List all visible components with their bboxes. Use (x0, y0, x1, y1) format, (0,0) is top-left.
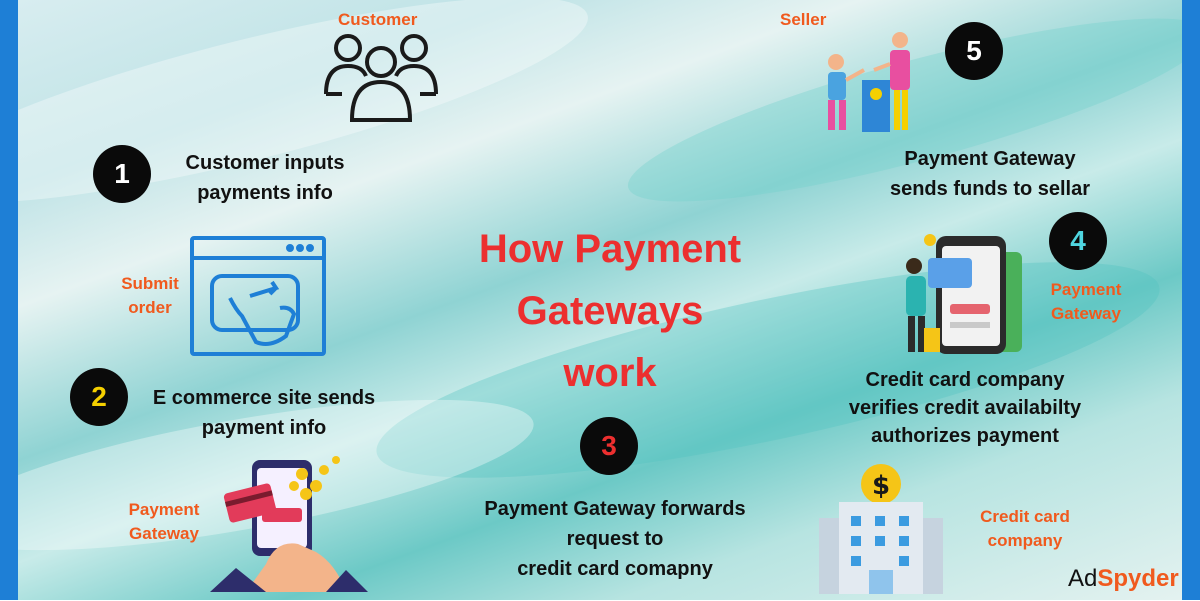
payment-gateway-line: Gateway (129, 524, 199, 543)
step-2-line: E commerce site sends (152, 387, 376, 409)
bank-building-icon: $ (815, 462, 947, 601)
step-3-badge: 3 (580, 417, 638, 475)
step-3-text: Payment Gateway forwards request to cred… (440, 494, 790, 584)
card-verify-icon (900, 232, 1030, 361)
payment-gateway-line: Payment (1050, 280, 1122, 299)
submit-order-icon (190, 236, 326, 363)
step-5-badge: 5 (945, 22, 1003, 80)
credit-card-company-line: Credit card (980, 507, 1070, 526)
brand-logo: AdSpyder (1068, 565, 1179, 593)
credit-card-company-line: company (987, 531, 1063, 550)
title-line: How Payment (478, 227, 742, 271)
step-1-badge: 1 (93, 145, 151, 203)
step-3-line: Payment Gateway forwards (484, 498, 746, 520)
step-5-line: Payment Gateway (904, 148, 1076, 170)
step-4-text: Credit card company verifies credit avai… (820, 366, 1110, 450)
step-4-line: authorizes payment (871, 425, 1059, 447)
submit-order-line: order (128, 298, 172, 317)
step-1-line: Customer inputs (185, 152, 345, 174)
step-4-badge: 4 (1049, 212, 1107, 270)
submit-order-line: Submit (121, 274, 179, 293)
title-line: Gateways (516, 289, 704, 333)
brand-part-2: Spyder (1097, 565, 1179, 592)
customer-group-icon (322, 32, 440, 129)
seller-scene-icon (818, 30, 930, 139)
payment-gateway-line: Payment (128, 500, 200, 519)
step-1-text: Customer inputs payments info (150, 148, 380, 208)
customer-label: Customer (338, 10, 418, 29)
step-3-line: credit card comapny (517, 558, 713, 580)
mobile-payment-icon (206, 452, 368, 597)
step-1-line: payments info (197, 182, 333, 204)
step-5-text: Payment Gateway sends funds to sellar (855, 144, 1125, 204)
payment-gateway-left-label: Payment Gateway (114, 498, 214, 546)
brand-part-1: Ad (1068, 565, 1098, 592)
step-2-line: payment info (201, 417, 327, 439)
title-line: work (563, 351, 657, 395)
step-3-line: request to (566, 528, 664, 550)
seller-label: Seller (780, 10, 827, 29)
submit-order-label: Submit order (110, 272, 190, 320)
credit-card-company-label: Credit card company (970, 505, 1080, 553)
payment-gateway-line: Gateway (1051, 304, 1121, 323)
step-4-line: Credit card company (865, 369, 1065, 391)
step-2-badge: 2 (70, 368, 128, 426)
svg-text:$: $ (872, 471, 890, 501)
step-2-text: E commerce site sends payment info (126, 383, 402, 443)
page-title: How Payment Gateways work (440, 218, 780, 404)
step-5-line: sends funds to sellar (889, 178, 1091, 200)
payment-gateway-right-label: Payment Gateway (1036, 278, 1136, 326)
step-4-line: verifies credit availabilty (848, 397, 1082, 419)
